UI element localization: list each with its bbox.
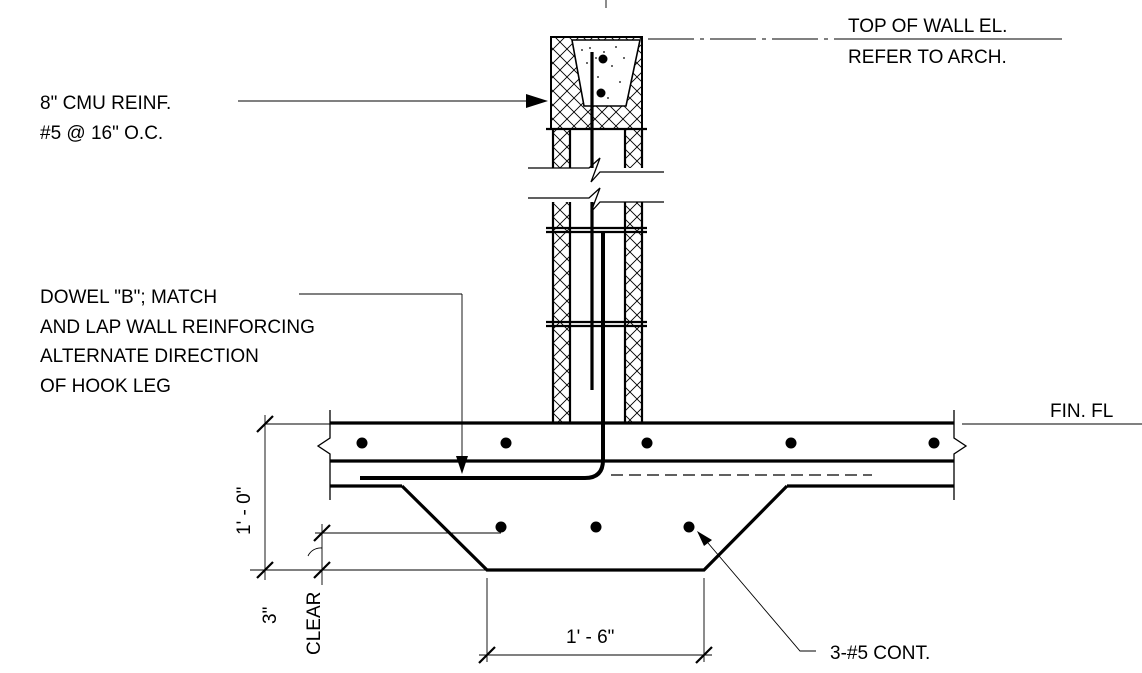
depth-dimension-text: 1' - 0" [234,487,255,535]
continuous-bars-leader [697,531,816,652]
clear-dimension-label: CLEAR [304,592,325,655]
dowel-note-line4: OF HOOK LEG [40,376,171,397]
slab-on-grade [316,410,968,500]
slab-bar [641,437,653,449]
wall-shell-lower [546,202,647,422]
cmu-note-leader [238,94,548,108]
cmu-note-line2: #5 @ 16" O.C. [40,123,163,144]
footing-bar [495,521,507,533]
bond-beam-block [550,36,643,130]
width-dimension [478,578,713,664]
thickened-footing [400,484,789,572]
width-dimension-text: 1' - 6" [566,627,614,648]
wall-break-lines [528,157,664,213]
clear-dimension [307,524,501,585]
dowel-note-leader [299,293,468,474]
footing-bar [683,521,695,533]
dowel-note-line2: AND LAP WALL REINFORCING [40,317,315,338]
bond-beam-bar-top [598,54,608,64]
depth-dimension [250,415,487,580]
slab-bar [500,437,512,449]
dowel-note-line3: ALTERNATE DIRECTION [40,346,259,367]
clear-dimension-value: 3" [260,607,281,624]
top-of-wall-note-line2: REFER TO ARCH. [848,47,1007,68]
bond-beam-bar-bottom [596,88,606,98]
cmu-note-line1: 8" CMU REINF. [40,93,171,114]
wall-shell-upper [551,129,644,168]
slab-bar [928,437,940,449]
footing-bar [590,521,602,533]
cmu-wall [360,36,664,480]
top-of-wall-note-line1: TOP OF WALL EL. [848,16,1007,37]
slab-bar [356,437,368,449]
dowel-note-line1: DOWEL "B"; MATCH [40,287,217,308]
continuous-bars-note: 3-#5 CONT. [830,643,930,664]
slab-bar [785,437,797,449]
finish-floor-note: FIN. FL [1050,401,1113,422]
